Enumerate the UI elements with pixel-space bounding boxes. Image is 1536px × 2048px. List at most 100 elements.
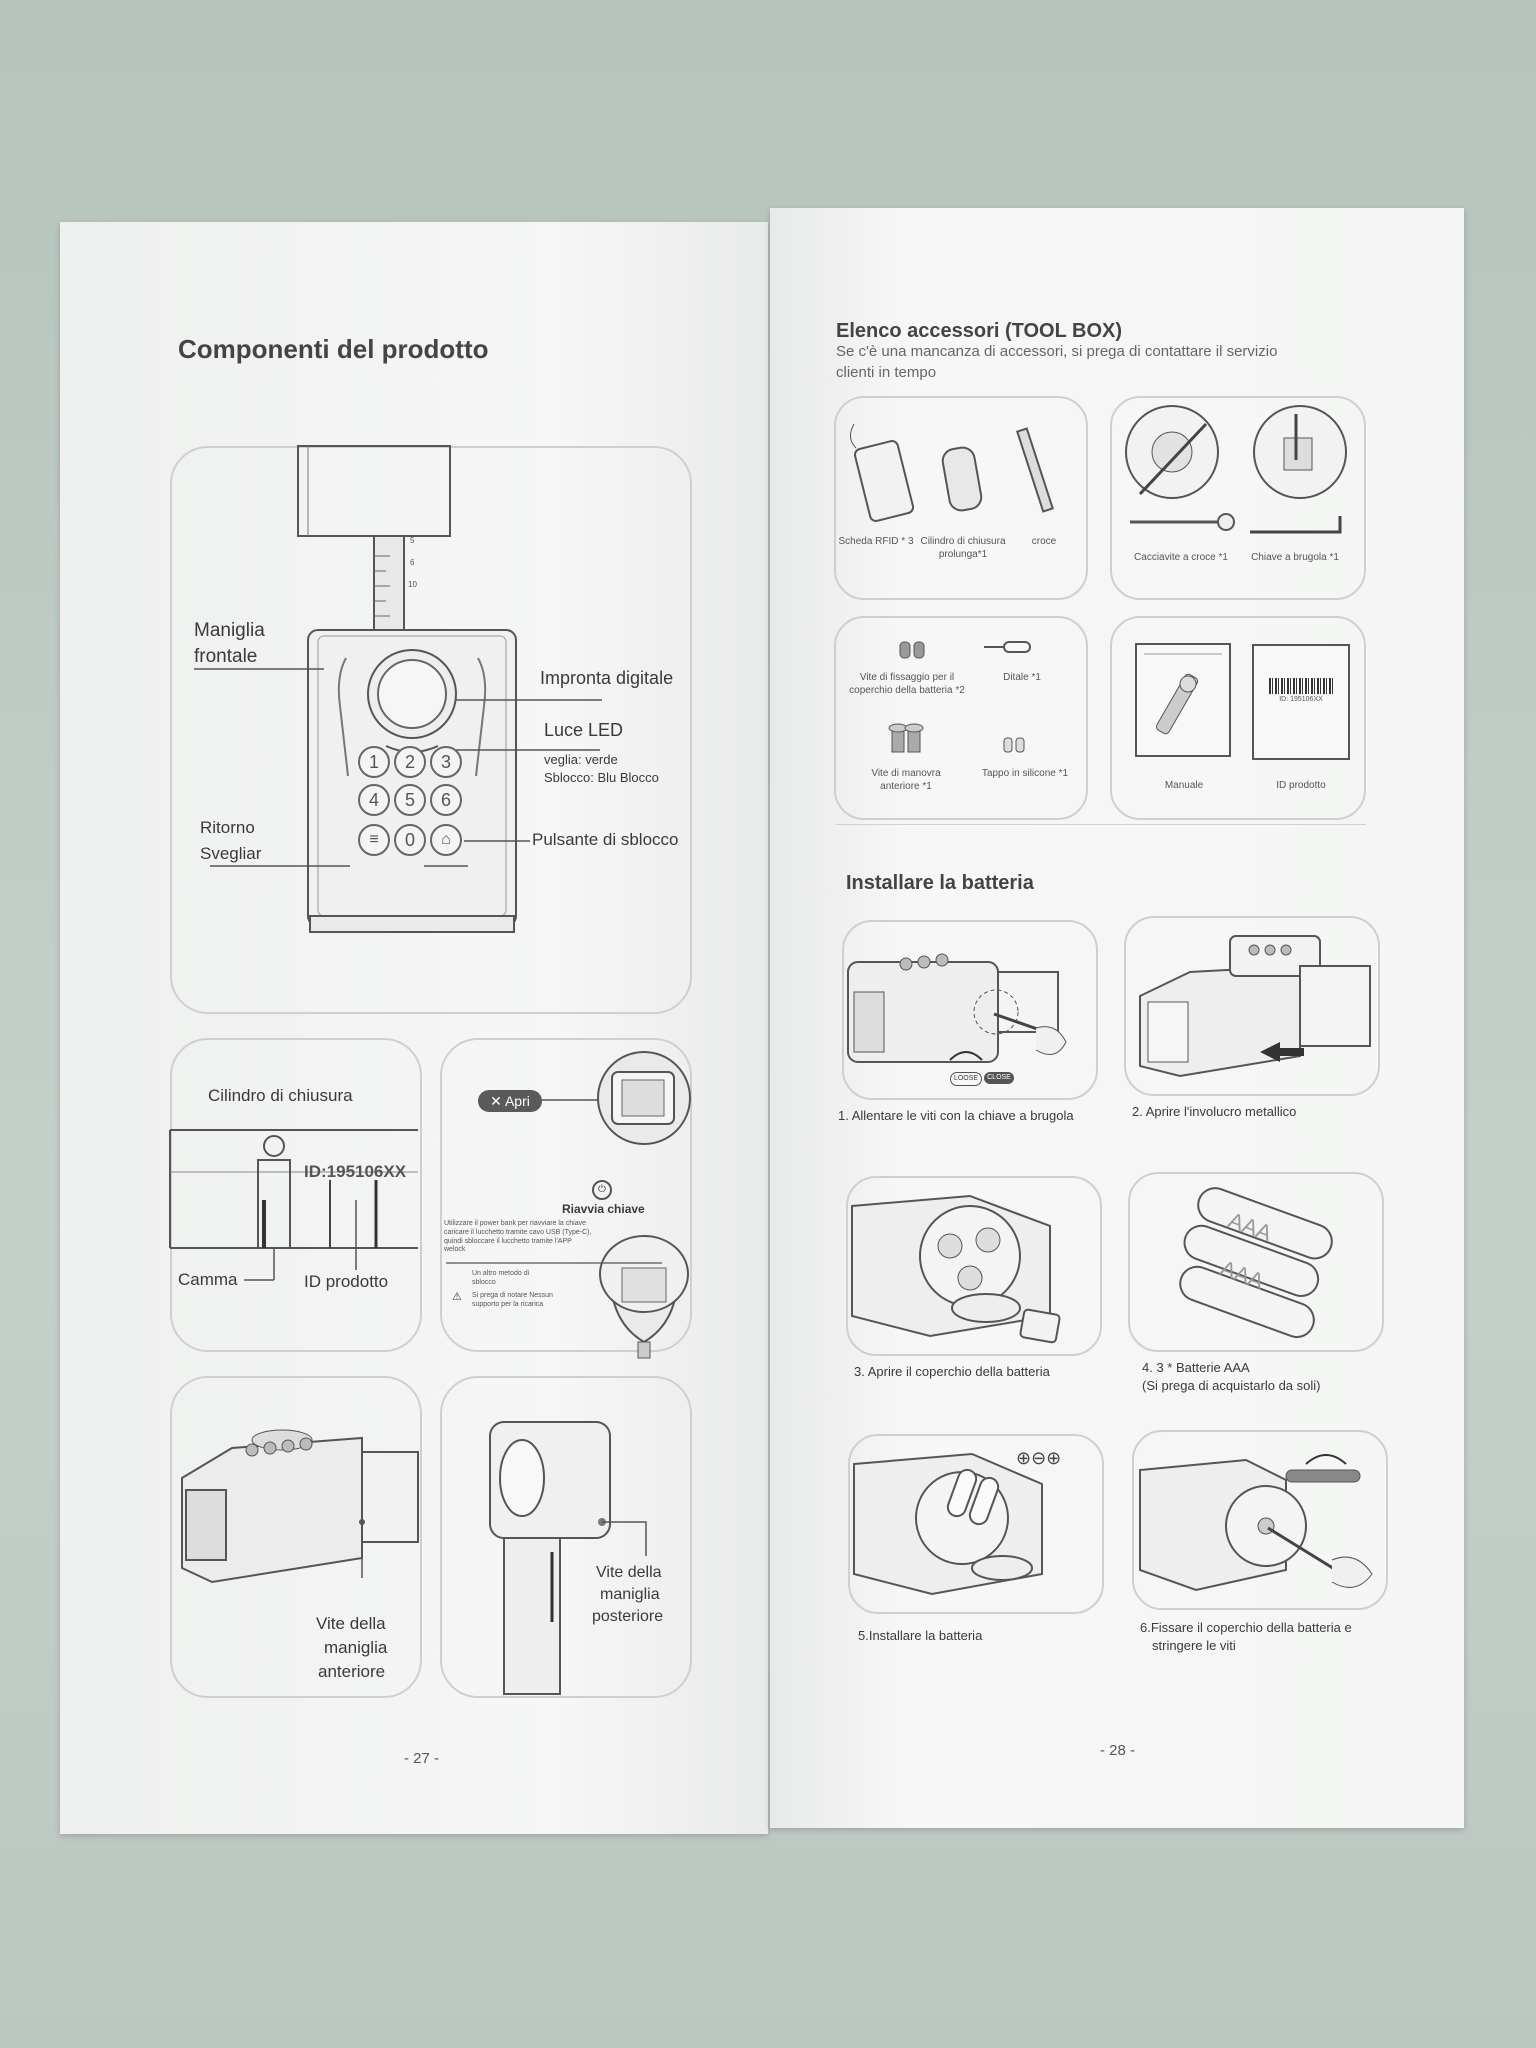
keypad-key-4: 4 bbox=[358, 784, 390, 816]
barcode-icon bbox=[1269, 678, 1333, 694]
step-6-caption-2: stringere le viti bbox=[1152, 1638, 1236, 1653]
step-4-caption: 4. 3 * Batterie AAA bbox=[1142, 1360, 1250, 1375]
acc-battery-screws: Vite di fissaggio per il coperchio della… bbox=[849, 672, 965, 696]
step-6-drawing bbox=[1139, 1454, 1373, 1592]
front-screw-label-2: maniglia bbox=[324, 1638, 388, 1657]
keypad-key-1: 1 bbox=[358, 746, 390, 778]
keypad-key-6: 6 bbox=[430, 784, 462, 816]
scale-tick-6: 6 bbox=[410, 558, 415, 567]
step-2-drawing bbox=[1139, 935, 1371, 1078]
accessories-panel-3 bbox=[834, 616, 1088, 820]
open-button-pill: ✕ Apri bbox=[478, 1090, 542, 1112]
product-id-label: ID prodotto bbox=[304, 1272, 389, 1291]
battery-section-title: Installare la batteria bbox=[846, 872, 1034, 894]
step-1-caption: 1. Allentare le viti con la chiave a bru… bbox=[838, 1108, 1074, 1123]
acc-cross: croce bbox=[1031, 536, 1057, 547]
step-5-panel bbox=[848, 1434, 1104, 1614]
accessories-drawing-2 bbox=[1125, 405, 1347, 534]
led-detail-1: veglia: verde bbox=[544, 752, 618, 767]
section-divider bbox=[836, 824, 1366, 825]
open-button-label: Apri bbox=[504, 1093, 530, 1109]
keypad-key-menu: ≡ bbox=[358, 824, 390, 856]
step-6-caption: 6.Fissare il coperchio della batteria e bbox=[1140, 1620, 1352, 1635]
id-card: ID: 195106XX bbox=[1252, 644, 1350, 760]
keypad-key-2: 2 bbox=[394, 746, 426, 778]
cylinder-id-label: ID:195106XX bbox=[304, 1162, 407, 1181]
rear-screw-label-1: Vite della bbox=[596, 1564, 662, 1581]
front-screw-panel bbox=[170, 1376, 422, 1698]
label-unlock-button: Pulsante di sblocco bbox=[532, 830, 679, 849]
toolbox-subtitle-1: Se c'è una mancanza di accessori, si pre… bbox=[836, 343, 1278, 360]
restart-leader bbox=[446, 1262, 662, 1264]
open-panel bbox=[440, 1038, 692, 1352]
other-method-text: Un altro metodo di sblocco bbox=[472, 1270, 530, 1286]
toolbox-title: Elenco accessori (TOOL BOX) bbox=[836, 320, 1123, 342]
rear-screw-label-2: maniglia bbox=[600, 1586, 660, 1603]
step-2-panel bbox=[1124, 916, 1380, 1096]
led-detail-2: Sblocco: Blu Blocco bbox=[544, 770, 659, 785]
close-pill: CLOSE bbox=[984, 1072, 1014, 1084]
page-number-27: - 27 - bbox=[404, 1750, 440, 1767]
accessories-drawing-1 bbox=[850, 423, 1054, 522]
front-screw-label-1: Vite della bbox=[316, 1614, 386, 1633]
id-card-text: ID: 195106XX bbox=[1279, 696, 1323, 703]
label-led: Luce LED bbox=[544, 720, 624, 740]
step-3-caption: 3. Aprire il coperchio della batteria bbox=[854, 1364, 1050, 1379]
step-5-drawing bbox=[853, 1452, 1043, 1596]
page-number-28: - 28 - bbox=[1100, 1742, 1136, 1759]
power-icon: ⏻ bbox=[592, 1180, 612, 1200]
accessories-panel-2 bbox=[1110, 396, 1366, 600]
step-1-panel bbox=[842, 920, 1098, 1100]
keypad-key-3: 3 bbox=[430, 746, 462, 778]
step-3-panel bbox=[846, 1176, 1102, 1356]
accessories-drawing-3 bbox=[888, 641, 1031, 753]
lock-body-drawing bbox=[210, 445, 602, 933]
restart-text: Utilizzare il power bank per riavviare l… bbox=[444, 1220, 592, 1254]
front-screw-label-3: anteriore bbox=[318, 1662, 386, 1681]
acc-handle-screws: Vite di manovra anteriore *1 bbox=[871, 768, 941, 792]
page-27: Componenti del prodotto 5 6 10 1 2 3 4 5… bbox=[60, 222, 768, 1834]
accessories-panel-1 bbox=[834, 396, 1088, 600]
cam-label: Camma bbox=[178, 1270, 238, 1289]
toolbox-subtitle-2: clienti in tempo bbox=[836, 364, 937, 381]
close-x-icon: ✕ bbox=[490, 1093, 505, 1109]
acc-screwdriver: Cacciavite a croce *1 bbox=[1134, 552, 1228, 563]
batteries-drawing bbox=[1179, 1187, 1333, 1339]
keypad-key-lock: ⌂ bbox=[430, 824, 462, 856]
step-4-panel bbox=[1128, 1172, 1384, 1352]
page-28: Elenco accessori (TOOL BOX) Se c'è una m… bbox=[770, 208, 1464, 1828]
page-title: Componenti del prodotto bbox=[178, 334, 489, 364]
warning-text: Si prega di notare Nessun supporto per l… bbox=[472, 1292, 553, 1308]
step-4-note: (Si prega di acquistarlo da soli) bbox=[1142, 1378, 1321, 1393]
manual-drawing bbox=[1135, 643, 1231, 757]
restart-label: Riavvia chiave bbox=[562, 1202, 645, 1216]
acc-product-id: ID prodotto bbox=[1276, 780, 1326, 791]
cylinder-drawing bbox=[169, 1129, 418, 1281]
label-front-handle-2: frontale bbox=[194, 646, 258, 667]
front-handle-leader bbox=[194, 668, 324, 670]
polarity-icons: ⊕⊖⊕ bbox=[1016, 1448, 1062, 1468]
scale-tick-5: 5 bbox=[410, 536, 415, 545]
acc-rfid: Scheda RFID * 3 bbox=[838, 536, 914, 547]
scale-tick-10: 10 bbox=[408, 580, 417, 589]
loose-pill: LOOSE bbox=[950, 1072, 982, 1086]
step-6-panel bbox=[1132, 1430, 1388, 1610]
warning-icon: ⚠ bbox=[452, 1291, 462, 1303]
cylinder-title: Cilindro di chiusura bbox=[208, 1086, 353, 1105]
front-handle-drawing bbox=[181, 1429, 419, 1584]
label-front-handle-1: Maniglia bbox=[194, 620, 265, 641]
unlock-button-leader bbox=[464, 840, 530, 842]
keypad-key-5: 5 bbox=[394, 784, 426, 816]
label-return-2: Svegliar bbox=[200, 844, 262, 863]
step-2-caption: 2. Aprire l'involucro metallico bbox=[1132, 1104, 1297, 1119]
step-5-caption: 5.Installare la batteria bbox=[858, 1628, 983, 1643]
rear-screw-panel bbox=[440, 1376, 692, 1698]
acc-cylinder: Cilindro di chiusura prolunga*1 bbox=[920, 536, 1006, 560]
keypad-key-0: 0 bbox=[394, 824, 426, 856]
acc-silicone-plug: Tappo in silicone *1 bbox=[981, 768, 1069, 779]
acc-thimble: Ditale *1 bbox=[1003, 672, 1041, 683]
accessories-panel-4 bbox=[1110, 616, 1366, 820]
rear-screw-label-3: posteriore bbox=[592, 1608, 664, 1625]
step-3-drawing bbox=[851, 1194, 1061, 1344]
open-device-drawing bbox=[542, 1051, 691, 1359]
